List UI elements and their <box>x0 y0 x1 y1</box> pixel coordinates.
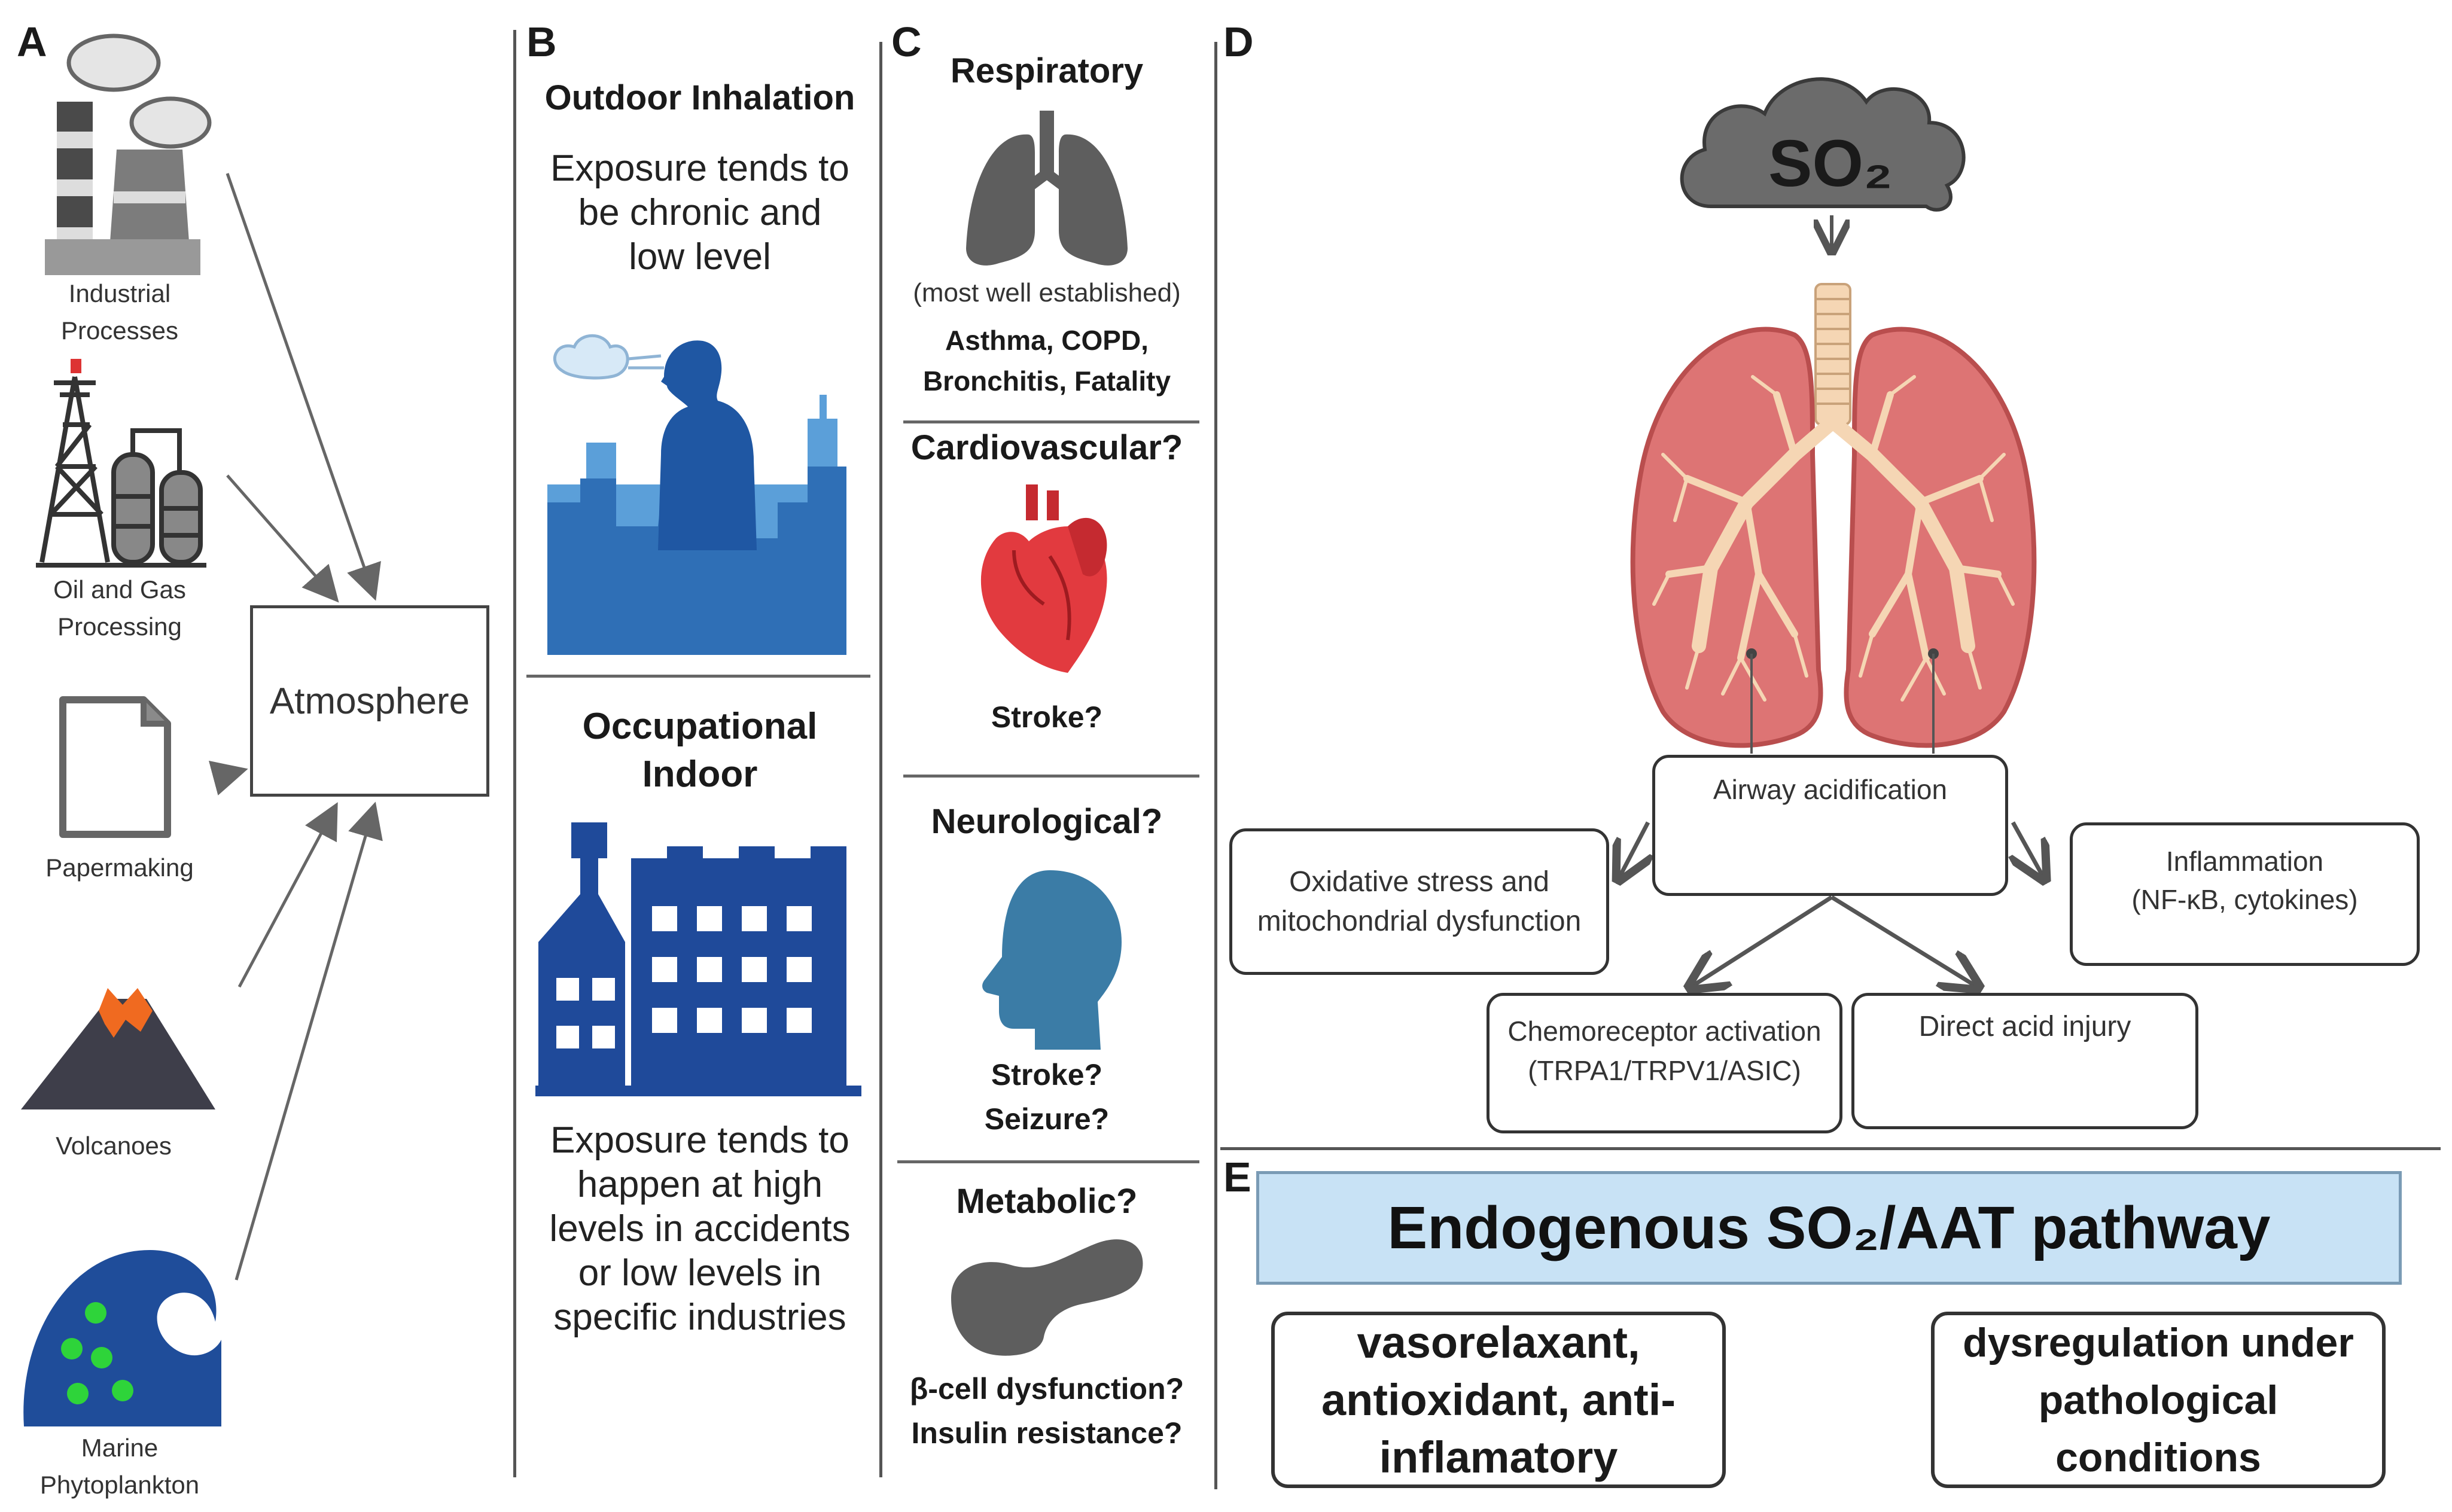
dysregulation-label: dysregulation under pathological conditi… <box>1963 1319 2354 1480</box>
trachea-icon <box>1814 283 1851 426</box>
panel-c-divider-2 <box>903 775 1199 778</box>
indoor-title: Occupational Indoor <box>582 706 818 795</box>
divider-b-c <box>879 42 882 1477</box>
indoor-description: Exposure tends to happen at high levels … <box>549 1120 851 1338</box>
inflammation-box: Inflammation (NF-κB, cytokines) <box>2070 822 2420 966</box>
neuro-title: Neurological? <box>931 802 1163 841</box>
pathway-banner-label: Endogenous SO₂/AAT pathway <box>1387 1194 2271 1261</box>
panel-label-d: D <box>1223 19 1254 65</box>
divider-d-e <box>1220 1147 2441 1150</box>
head-icon <box>982 870 1122 1050</box>
airway-acidification-box: Airway acidification <box>1652 755 2008 896</box>
mechanism-arrows <box>1620 821 2043 986</box>
so2-cloud-label: SO₂ <box>1768 127 1893 200</box>
outdoor-title: Outdoor Inhalation <box>544 78 855 117</box>
metabolic-effects: β-cell dysfunction? Insulin resistance? <box>909 1372 1184 1450</box>
respiratory-note: (most well established) <box>913 278 1181 307</box>
volcano-icon <box>21 988 215 1109</box>
panel-d-graphics <box>1220 77 2452 1148</box>
so2-cloud-icon <box>1680 77 1966 212</box>
protective-effects-label: vasorelaxant, antioxidant, anti- inflama… <box>1321 1317 1676 1482</box>
outdoor-description: Exposure tends to be chronic and low lev… <box>550 148 849 278</box>
heart-icon <box>980 484 1107 673</box>
indoor-factory-icon <box>535 822 861 1096</box>
panel-a-graphics <box>21 33 383 1426</box>
factory-icon <box>45 33 212 275</box>
oxidative-stress-label: Oxidative stress and mitochondrial dysfu… <box>1257 865 1582 937</box>
atmosphere-box: Atmosphere <box>250 605 489 797</box>
paper-icon <box>59 696 171 838</box>
panel-label-a: A <box>17 19 47 65</box>
direct-acid-injury-label: Direct acid injury <box>1918 1011 2131 1042</box>
source-label-oil-gas: Oil and Gas Processing <box>53 575 186 641</box>
direct-acid-injury-box: Direct acid injury <box>1851 993 2198 1129</box>
airway-acidification-label: Airway acidification <box>1713 774 1948 805</box>
pathway-banner: Endogenous SO₂/AAT pathway <box>1256 1171 2402 1285</box>
neuro-effects: Stroke? Seizure? <box>984 1058 1110 1136</box>
chemoreceptor-label: Chemoreceptor activation (TRPA1/TRPV1/AS… <box>1507 1016 1822 1086</box>
lungs-illustration <box>1630 327 2037 754</box>
inflammation-label: Inflammation (NF-κB, cytokines) <box>2131 846 2358 915</box>
metabolic-title: Metabolic? <box>956 1182 1138 1221</box>
dysregulation-box: dysregulation under pathological conditi… <box>1931 1312 2386 1488</box>
source-arrows <box>208 173 383 1281</box>
oil-rig-icon <box>36 359 206 568</box>
panel-b-divider <box>526 675 870 678</box>
protective-effects-box: vasorelaxant, antioxidant, anti- inflama… <box>1271 1312 1726 1488</box>
divider-a-b <box>513 30 516 1477</box>
chemoreceptor-box: Chemoreceptor activation (TRPA1/TRPV1/AS… <box>1487 993 1842 1133</box>
source-label-papermaking: Papermaking <box>45 853 194 882</box>
source-label-industrial: Industrial Processes <box>60 279 179 345</box>
atmosphere-label: Atmosphere <box>269 680 470 722</box>
panel-label-e: E <box>1223 1154 1251 1200</box>
panel-c-divider-3 <box>897 1160 1199 1163</box>
cardio-effects: Stroke? <box>991 700 1103 734</box>
respiratory-effects: Asthma, COPD, Bronchitis, Fatality <box>922 325 1171 397</box>
cardio-title: Cardiovascular? <box>910 428 1183 467</box>
panel-c-divider-1 <box>903 420 1199 423</box>
panel-label-c: C <box>891 19 922 65</box>
source-label-marine: Marine Phytoplankton <box>39 1434 200 1499</box>
divider-c-d <box>1214 42 1217 1489</box>
outdoor-person-icon <box>547 334 846 655</box>
lungs-icon <box>966 111 1128 266</box>
respiratory-title: Respiratory <box>950 51 1144 90</box>
oxidative-stress-box: Oxidative stress and mitochondrial dysfu… <box>1229 828 1609 975</box>
pancreas-icon <box>951 1239 1143 1356</box>
panel-label-b: B <box>526 19 557 65</box>
source-label-volcanoes: Volcanoes <box>56 1132 172 1160</box>
wave-icon <box>23 1250 222 1426</box>
